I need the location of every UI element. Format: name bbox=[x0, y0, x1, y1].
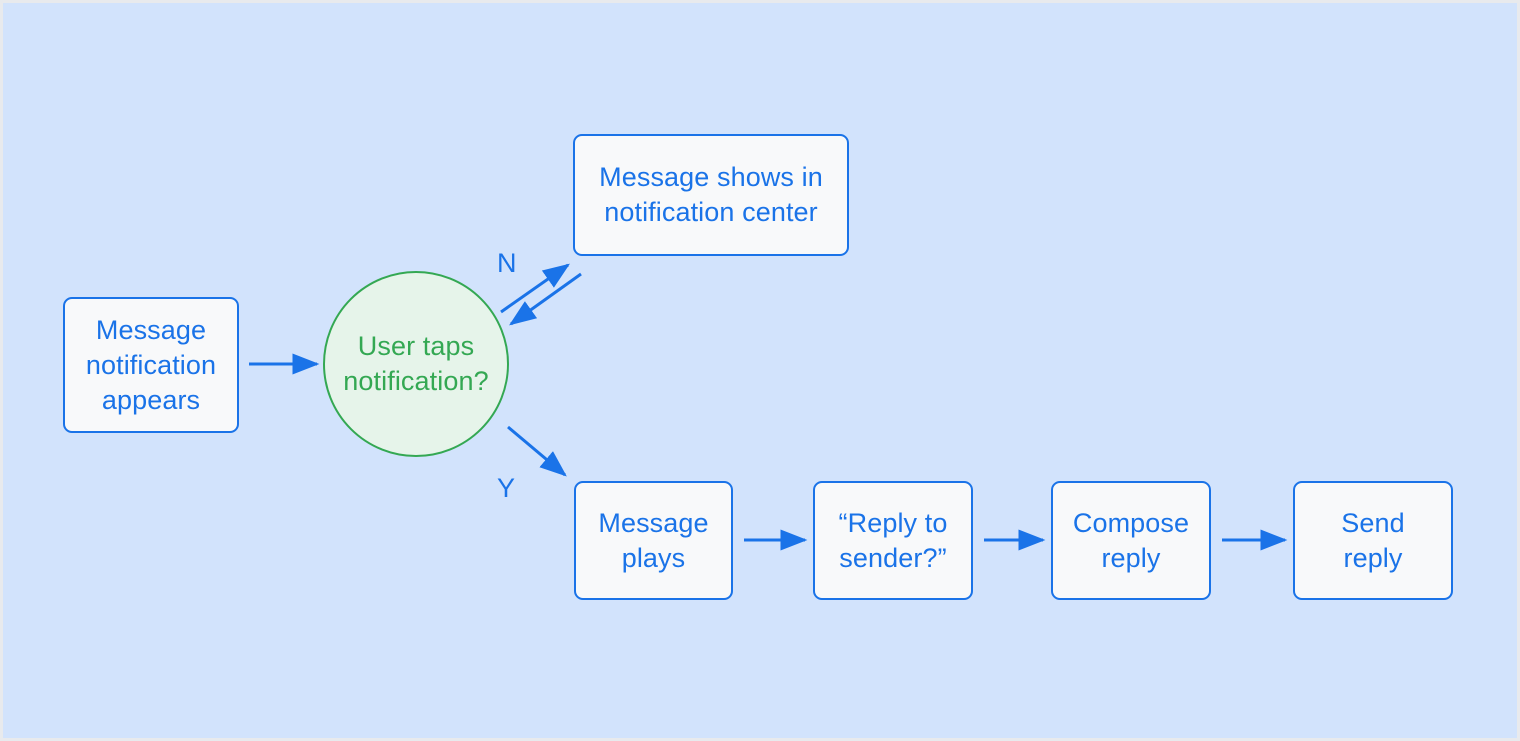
node-label: Compose reply bbox=[1072, 507, 1190, 573]
node-message-notification-appears[interactable]: Message notification appears bbox=[63, 297, 239, 433]
edge-center-to-decision bbox=[509, 272, 582, 326]
node-message-shows-in-notification-center[interactable]: Message shows in notification center bbox=[573, 134, 849, 256]
node-message-plays[interactable]: Message plays bbox=[574, 481, 733, 600]
node-send-reply[interactable]: Send reply bbox=[1293, 481, 1453, 600]
node-label: User taps notification? bbox=[343, 331, 489, 396]
node-user-taps-notification[interactable]: User taps notification? bbox=[323, 271, 509, 457]
node-label: Message shows in notification center bbox=[599, 162, 823, 227]
node-label: “Reply to sender?” bbox=[838, 507, 948, 573]
node-compose-reply[interactable]: Compose reply bbox=[1051, 481, 1211, 600]
node-reply-to-sender[interactable]: “Reply to sender?” bbox=[813, 481, 973, 600]
edge-label-branch-no: N bbox=[497, 248, 517, 278]
edge-decision-to-plays bbox=[507, 425, 567, 477]
node-label: Message plays bbox=[598, 507, 709, 573]
node-label: Send reply bbox=[1341, 507, 1405, 573]
edge-label-branch-yes: Y bbox=[497, 473, 516, 503]
node-label: Message notification appears bbox=[85, 314, 217, 415]
